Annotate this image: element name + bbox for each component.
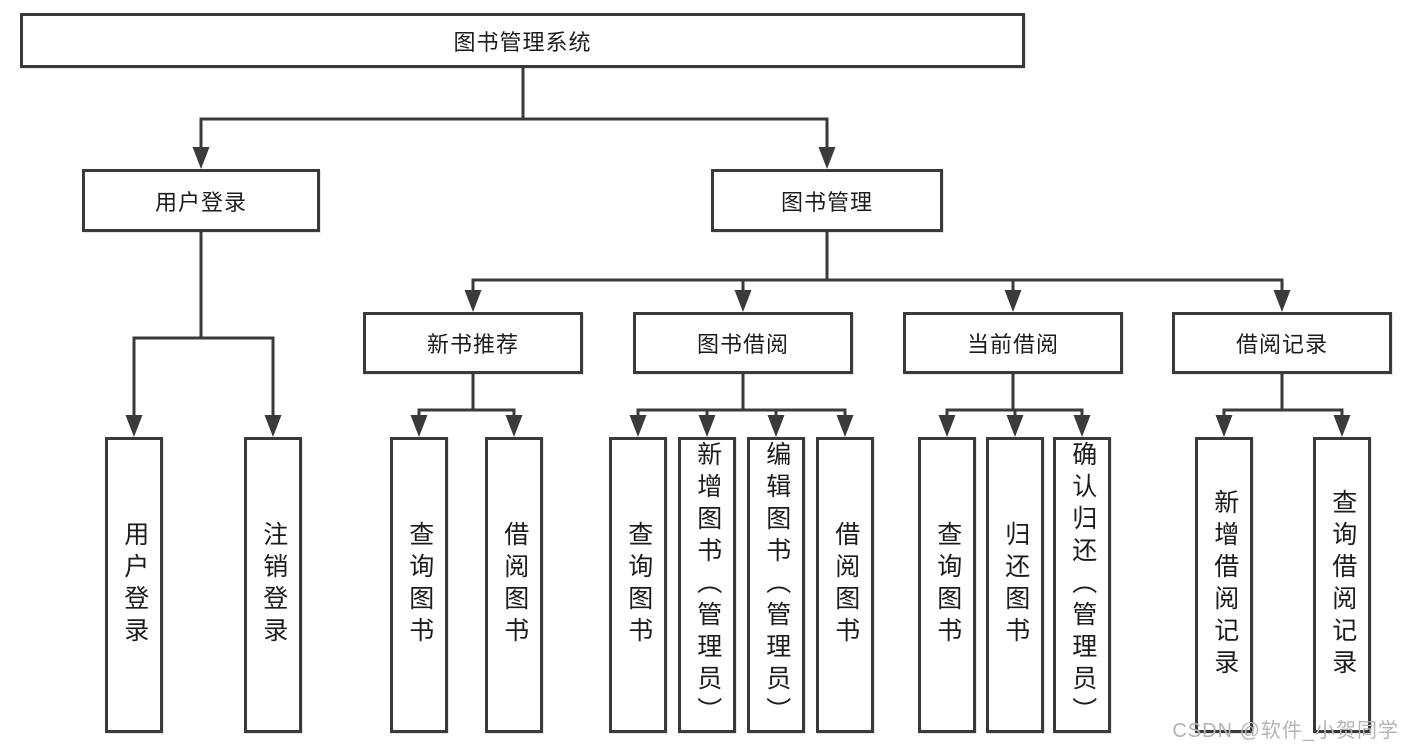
leaf-user-login-label: 用户登录: [120, 521, 149, 649]
node-root-label: 图书管理系统: [453, 29, 592, 55]
node-borrow-records: 借阅记录: [1172, 312, 1392, 374]
leaf-logout-label: 注销登录: [259, 521, 288, 649]
node-user-login-label: 用户登录: [154, 189, 247, 215]
arrowhead: [629, 415, 647, 437]
leaf-add-borrow-record-label: 新增借阅记录: [1210, 489, 1239, 681]
leaf-user-login: 用户登录: [105, 437, 163, 733]
node-new-book-recommend-label: 新书推荐: [426, 332, 519, 357]
leaf-edit-books-admin: 编辑图书（管理员）: [747, 437, 805, 733]
leaf-query-borrow-record: 查询借阅记录: [1313, 437, 1371, 733]
leaf-recommend-borrow-books: 借阅图书: [485, 437, 543, 733]
leaf-recommend-borrow-books-label: 借阅图书: [500, 521, 529, 649]
arrowhead: [1333, 415, 1351, 437]
arrowhead: [1004, 290, 1022, 312]
watermark: CSDN @软件_小贺同学: [1172, 720, 1399, 742]
node-book-management: 图书管理: [711, 169, 943, 232]
leaf-borrow-query-books-label: 查询图书: [624, 521, 653, 649]
arrowhead: [734, 290, 752, 312]
node-borrow-records-label: 借阅记录: [1235, 332, 1328, 357]
arrowhead: [192, 147, 210, 169]
node-new-book-recommend: 新书推荐: [363, 312, 583, 374]
arrowheads: [125, 147, 1351, 437]
leaf-add-books-admin: 新增图书（管理员）: [678, 437, 736, 733]
arrowhead: [1073, 415, 1091, 437]
arrowhead: [464, 290, 482, 312]
leaf-confirm-return-admin: 确认归还（管理员）: [1053, 437, 1111, 733]
arrowhead: [836, 415, 854, 437]
leaf-current-query-books: 查询图书: [918, 437, 976, 733]
leaf-borrow-books-label: 借阅图书: [831, 521, 860, 649]
arrowhead: [410, 415, 428, 437]
arrowhead: [767, 415, 785, 437]
leaf-borrow-books: 借阅图书: [816, 437, 874, 733]
arrowhead: [1273, 290, 1291, 312]
leaf-current-query-books-label: 查询图书: [933, 521, 962, 649]
arrowhead: [698, 415, 716, 437]
leaf-edit-books-admin-label: 编辑图书（管理员）: [762, 441, 791, 729]
leaf-add-borrow-record: 新增借阅记录: [1195, 437, 1253, 733]
node-book-management-label: 图书管理: [780, 189, 873, 215]
node-root: 图书管理系统: [20, 13, 1025, 68]
leaf-recommend-query-books-label: 查询图书: [405, 521, 434, 649]
leaf-add-books-admin-label: 新增图书（管理员）: [693, 441, 722, 729]
leaf-logout: 注销登录: [244, 437, 302, 733]
connector-lines: [132, 64, 1344, 422]
arrowhead: [1215, 415, 1233, 437]
arrowhead: [264, 415, 282, 437]
leaf-return-books-label: 归还图书: [1001, 521, 1030, 649]
node-user-login: 用户登录: [82, 169, 320, 232]
node-current-borrow: 当前借阅: [903, 312, 1123, 374]
arrowhead: [505, 415, 523, 437]
leaf-return-books: 归还图书: [986, 437, 1044, 733]
node-book-borrow: 图书借阅: [633, 312, 853, 374]
arrowhead: [1006, 415, 1024, 437]
arrowhead: [125, 415, 143, 437]
leaf-recommend-query-books: 查询图书: [390, 437, 448, 733]
leaf-confirm-return-admin-label: 确认归还（管理员）: [1068, 441, 1097, 729]
arrowhead: [818, 147, 836, 169]
node-current-borrow-label: 当前借阅: [966, 332, 1059, 357]
leaf-query-borrow-record-label: 查询借阅记录: [1328, 489, 1357, 681]
node-book-borrow-label: 图书借阅: [696, 332, 789, 357]
arrowhead: [938, 415, 956, 437]
leaf-borrow-query-books: 查询图书: [609, 437, 667, 733]
